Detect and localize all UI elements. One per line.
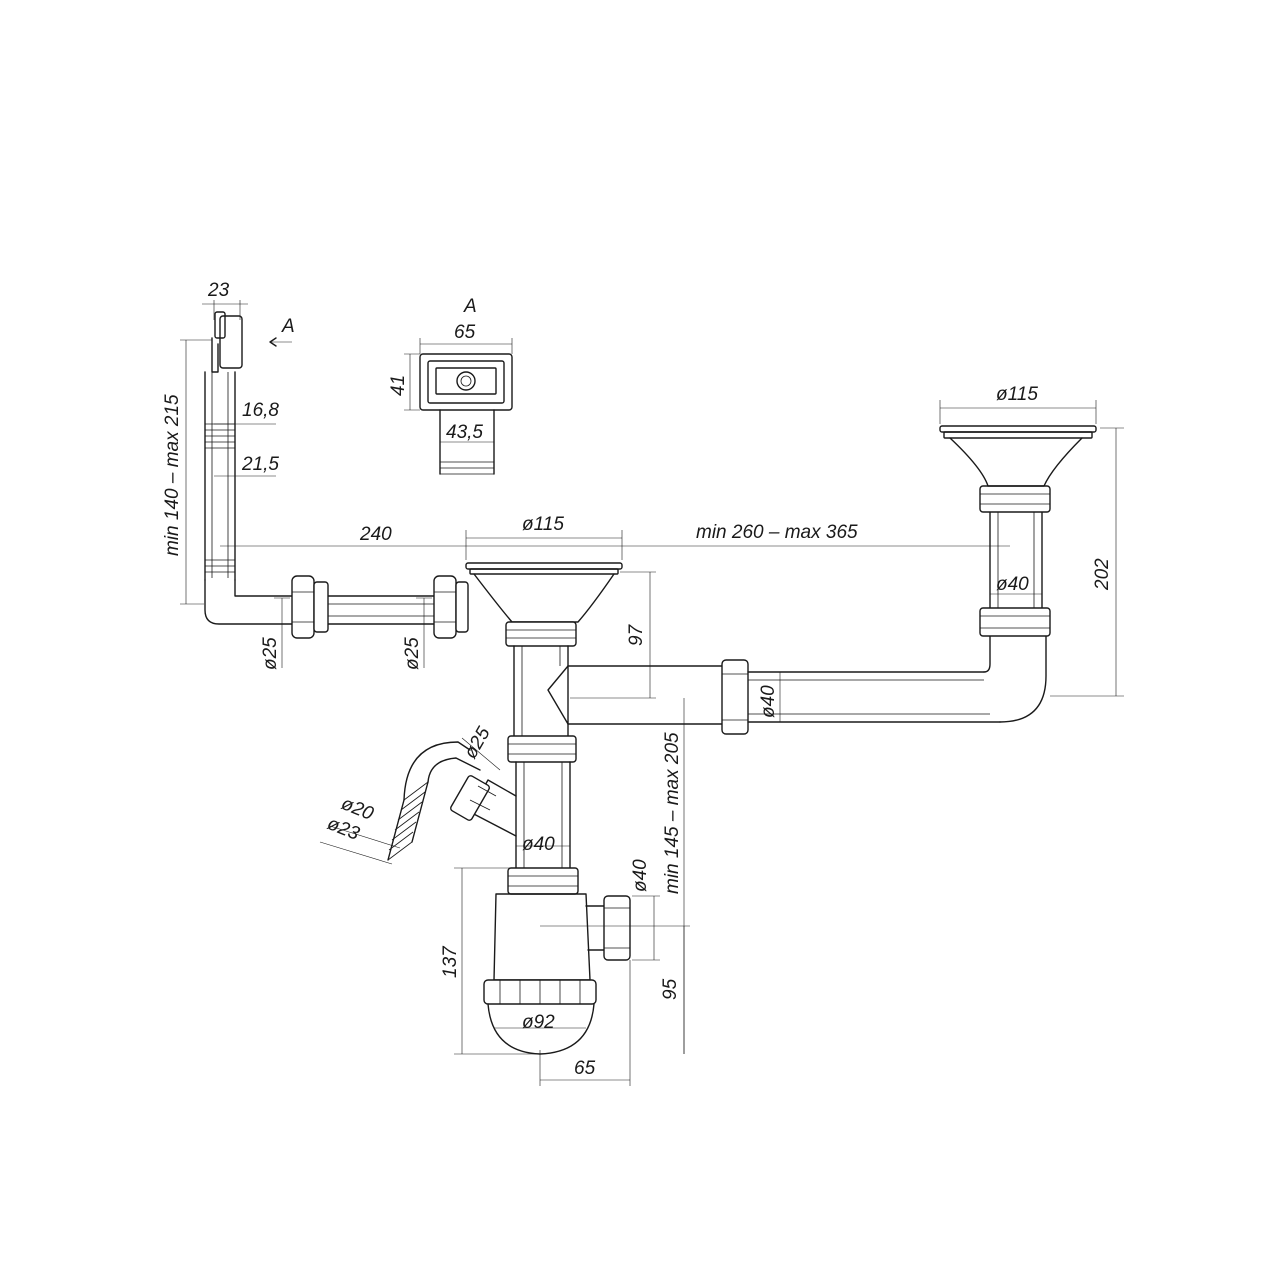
dim-vertical-pipe-dia: ø40 [522, 834, 555, 855]
dim-overflow-d2: 21,5 [241, 454, 279, 475]
dim-horizontal-pipe-dia: ø40 [758, 685, 779, 718]
dim-trap-height-range: min 145 – max 205 [662, 732, 683, 894]
view-a-label: A [281, 316, 295, 337]
dim-right-height: 202 [1092, 558, 1113, 591]
bottle-trap [483, 893, 631, 1055]
dim-detail-height: 41 [388, 375, 409, 396]
dim-trap-outlet-height: 95 [660, 978, 681, 1000]
dim-overflow-width: 23 [207, 280, 230, 301]
right-strainer-assembly [721, 425, 1097, 735]
dim-side-inlet-dia: ø25 [460, 723, 495, 762]
dim-trap-bowl-dia: ø92 [522, 1012, 555, 1033]
dim-detail-inner: 43,5 [446, 422, 483, 443]
dim-overflow-height-range: min 140 – max 215 [162, 394, 183, 556]
detail-view-title: A [463, 296, 477, 317]
dim-trap-height: 137 [440, 945, 461, 978]
left-strainer-and-tee [465, 562, 723, 895]
labels: A A 23 min 140 – max 215 16,8 21,5 240 ø… [162, 280, 1113, 1079]
dim-left-strainer-dia: ø115 [522, 514, 564, 535]
dim-strainer-spacing: min 260 – max 365 [696, 522, 858, 543]
dim-tee-height: 97 [626, 623, 647, 646]
detail-view-a [419, 353, 513, 475]
dim-overflow-tube-len: 240 [359, 524, 392, 545]
dim-overflow-d1: 16,8 [242, 400, 279, 421]
dim-right-pipe-dia: ø40 [996, 574, 1029, 595]
dim-tube-dia-2: ø25 [402, 637, 423, 670]
dim-trap-outlet-dia: ø40 [630, 859, 651, 892]
dim-trap-offset: 65 [574, 1058, 596, 1079]
dim-detail-width: 65 [454, 322, 476, 343]
dim-tube-dia-1: ø25 [260, 637, 281, 670]
dimension-lines [180, 300, 1124, 1086]
side-inlet-hose [387, 741, 517, 861]
dim-right-strainer-dia: ø115 [996, 384, 1038, 405]
